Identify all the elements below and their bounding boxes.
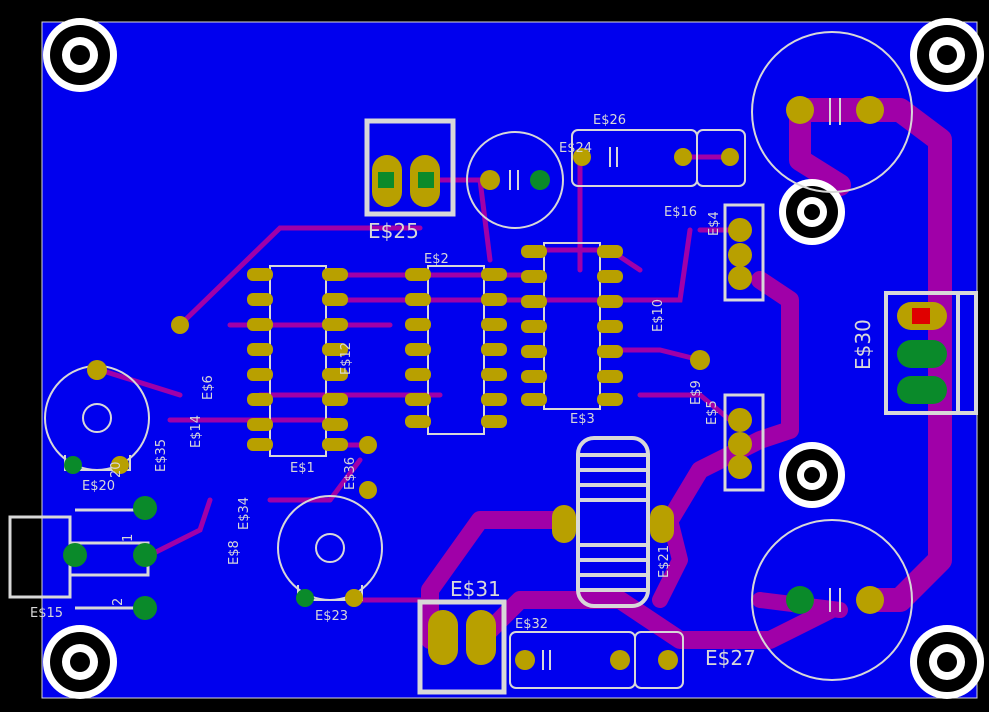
label-e36: E$36 [343, 457, 358, 490]
label-e15: E$15 [30, 606, 63, 621]
label-e31: E$31 [450, 577, 501, 601]
capacitor-e27 [751, 519, 913, 681]
potentiometer-e23 [277, 495, 383, 601]
terminal-e31 [417, 599, 507, 695]
label-e30: E$30 [851, 319, 875, 370]
label-e26: E$26 [593, 113, 626, 128]
board-outline [41, 21, 978, 699]
label-e34: E$34 [237, 497, 252, 530]
label-e14: E$14 [189, 415, 204, 448]
regulators [723, 203, 765, 492]
label-e20: E$20 [82, 479, 115, 494]
label-e32: E$32 [515, 617, 548, 632]
label-e1: E$1 [290, 461, 315, 476]
vias [63, 96, 884, 670]
inductor-e21 [552, 436, 674, 608]
label-e24: E$24 [559, 141, 592, 156]
label-e4: E$4 [707, 211, 722, 236]
ic-e1 [269, 265, 327, 457]
label-e3: E$3 [570, 412, 595, 427]
label-pin20: 20 [109, 461, 124, 478]
label-e5: E$5 [705, 400, 720, 425]
label-e8: E$8 [227, 540, 242, 565]
capacitor-e32 [509, 631, 684, 689]
label-e6: E$6 [201, 375, 216, 400]
label-e9: E$9 [689, 380, 704, 405]
label-e16: E$16 [664, 205, 697, 220]
label-e2: E$2 [424, 252, 449, 267]
ic-pads [247, 245, 623, 451]
capacitor-e-mid [466, 131, 564, 229]
silkscreen-labels: E$25 E$2 E$26 E$24 E$16 E$4 E$10 E$30 E$… [30, 113, 875, 670]
terminal-e25 [364, 118, 456, 217]
label-e21: E$21 [657, 545, 672, 578]
label-pin1: 1 [121, 534, 136, 542]
label-e23: E$23 [315, 609, 348, 624]
capacitor-e-top-right [751, 31, 913, 193]
label-e25: E$25 [368, 219, 419, 243]
label-e12: E$12 [339, 342, 354, 375]
capacitor-e26 [571, 129, 746, 187]
label-e35: E$35 [154, 439, 169, 472]
terminal-e30 [884, 291, 978, 415]
label-e10: E$10 [651, 299, 666, 332]
label-e27: E$27 [705, 646, 756, 670]
mounting-holes [43, 18, 984, 699]
label-pin2: 2 [111, 598, 126, 606]
